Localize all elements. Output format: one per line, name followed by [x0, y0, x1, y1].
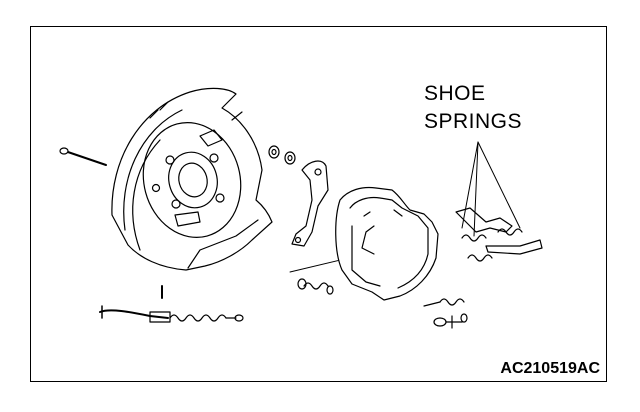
diagram-frame [30, 26, 607, 382]
callout-lines [461, 141, 521, 237]
figure-code: AC210519AC [500, 360, 600, 377]
shoe-springs-label-line2: SPRINGS [424, 110, 523, 133]
adjuster-spring [297, 278, 334, 295]
shoe-springs-label-line1: SHOE [424, 82, 486, 105]
shoe-springs [423, 207, 543, 329]
anchor-pin [59, 147, 107, 166]
backing-plate [111, 87, 273, 271]
brake-shoe [335, 186, 439, 301]
parking-brake-cable [99, 285, 244, 323]
retainer-washers [268, 145, 296, 165]
parking-brake-lever [291, 160, 329, 247]
